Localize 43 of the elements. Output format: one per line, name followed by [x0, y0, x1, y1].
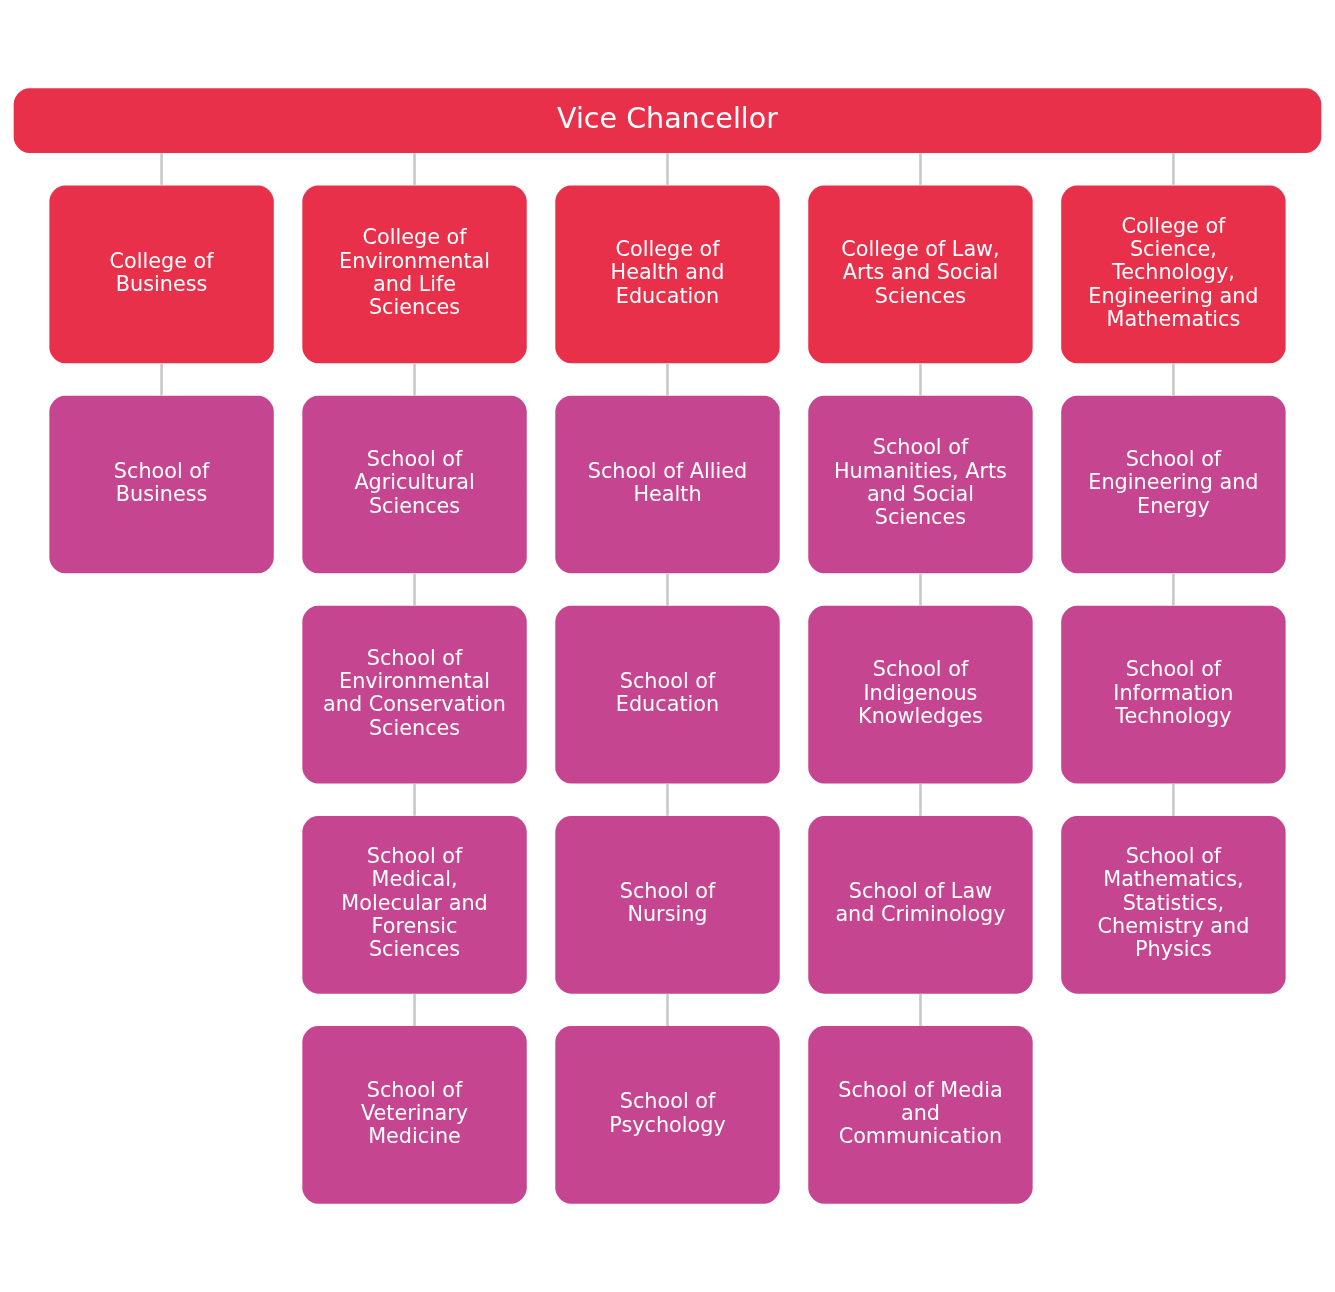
node-box: School of Environmental and Conservation Sciences	[302, 605, 527, 784]
connector	[160, 363, 163, 396]
connector	[413, 573, 416, 606]
connector	[160, 153, 163, 185]
connector	[919, 573, 922, 606]
node-box: School of Law and Criminology	[808, 815, 1033, 994]
connector	[413, 993, 416, 1027]
node-box: School of Veterinary Medicine	[302, 1026, 527, 1204]
node-box: School of Indigenous Knowledges	[808, 605, 1033, 784]
node-box: School of Information Technology	[1061, 605, 1286, 784]
connector	[1172, 153, 1175, 185]
node-box: School of Business	[49, 395, 274, 574]
connector	[919, 363, 922, 396]
node-box: School of Psychology	[555, 1026, 780, 1204]
node-box: School of Mathematics, Statistics, Chemistry and Physics	[1061, 815, 1286, 994]
node-box: College of Environmental and Life Sciences	[302, 185, 527, 364]
node-box: College of Science, Technology, Engineering and Mathematics	[1061, 185, 1286, 364]
connector	[666, 783, 669, 816]
node-box: School of Agricultural Sciences	[302, 395, 527, 574]
connector	[1172, 783, 1175, 816]
connector	[666, 993, 669, 1027]
connector	[666, 153, 669, 185]
connector	[413, 363, 416, 396]
connector	[666, 363, 669, 396]
connector	[919, 993, 922, 1027]
node-box: College of Law, Arts and Social Sciences	[808, 185, 1033, 364]
node-box: School of Nursing	[555, 815, 780, 994]
connector	[919, 783, 922, 816]
connector	[1172, 573, 1175, 606]
connector	[919, 153, 922, 185]
node-box: School of Engineering and Energy	[1061, 395, 1286, 574]
node-box: Vice Chancellor	[13, 88, 1322, 154]
node-box: College of Business	[49, 185, 274, 364]
connector	[413, 783, 416, 816]
node-box: School of Medical, Molecular and Forensic Sciences	[302, 815, 527, 994]
node-box: School of Humanities, Arts and Social Sciences	[808, 395, 1033, 574]
node-box: College of Health and Education	[555, 185, 780, 364]
node-box: School of Education	[555, 605, 780, 784]
node-box: School of Allied Health	[555, 395, 780, 574]
node-box: School of Media and Communication	[808, 1026, 1033, 1204]
connector	[666, 573, 669, 606]
connector	[1172, 363, 1175, 396]
connector	[413, 153, 416, 185]
